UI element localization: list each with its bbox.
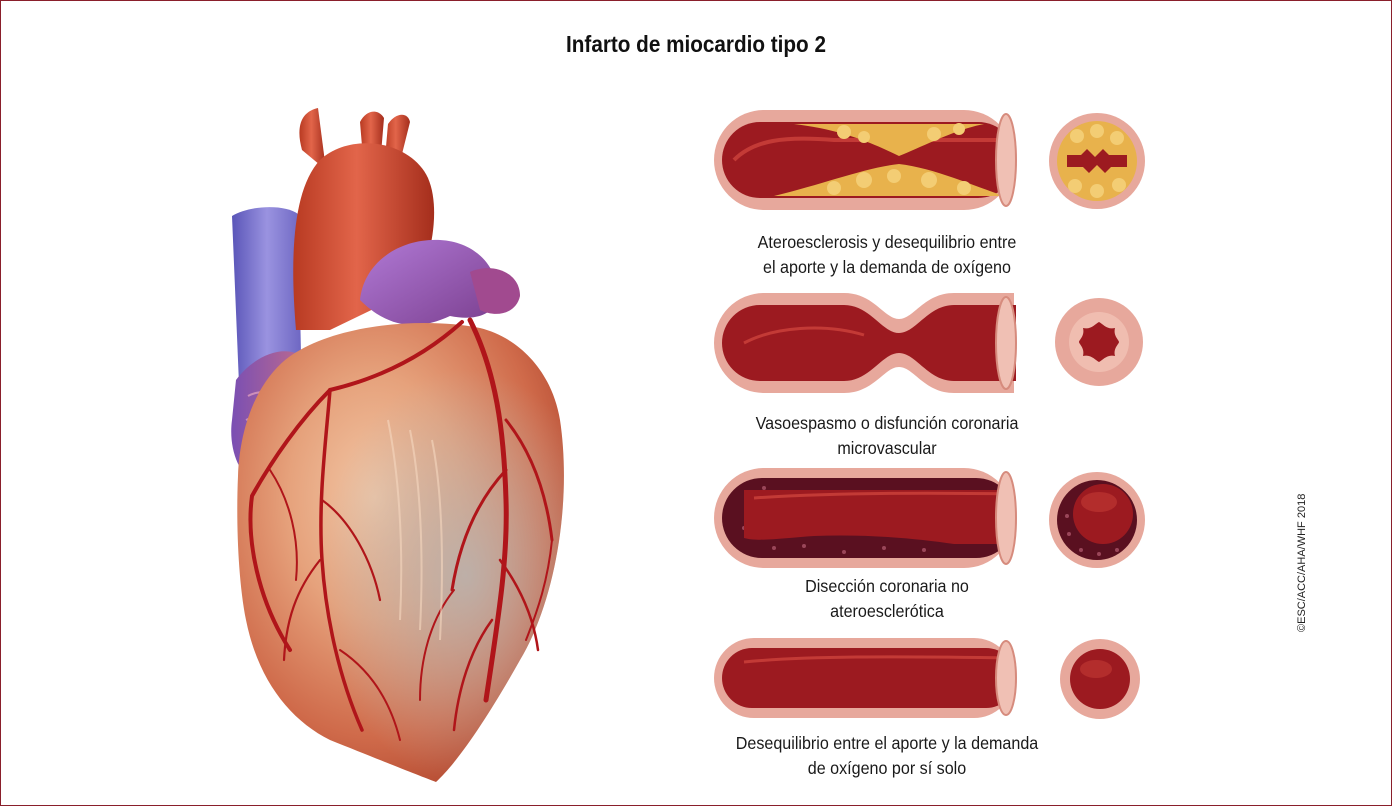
- caption-vasospasm: Vasoespasmo o disfunción coronaria micro…: [694, 411, 1080, 461]
- vessel-vasospasm-cross: [1053, 296, 1145, 388]
- caption-supply-demand: Desequilibrio entre el aporte y la deman…: [694, 731, 1080, 781]
- vessel-supply-demand-long: [714, 638, 1016, 718]
- vessel-atherosclerosis-cross: [1047, 111, 1147, 211]
- vessel-atherosclerosis-long: [714, 110, 1016, 210]
- copyright-credit: ©ESC/ACC/AHA/WHF 2018: [1296, 472, 1312, 632]
- vessel-dissection-cross: [1047, 470, 1147, 570]
- caption-dissection: Disección coronaria no ateroesclerótica: [694, 574, 1080, 624]
- vessel-supply-demand-cross: [1058, 637, 1142, 721]
- vessel-vasospasm-long: [714, 293, 1016, 393]
- vessel-dissection-long: [714, 468, 1016, 568]
- heart-illustration: [0, 0, 700, 806]
- caption-atherosclerosis: Ateroesclerosis y desequilibrio entre el…: [694, 230, 1080, 280]
